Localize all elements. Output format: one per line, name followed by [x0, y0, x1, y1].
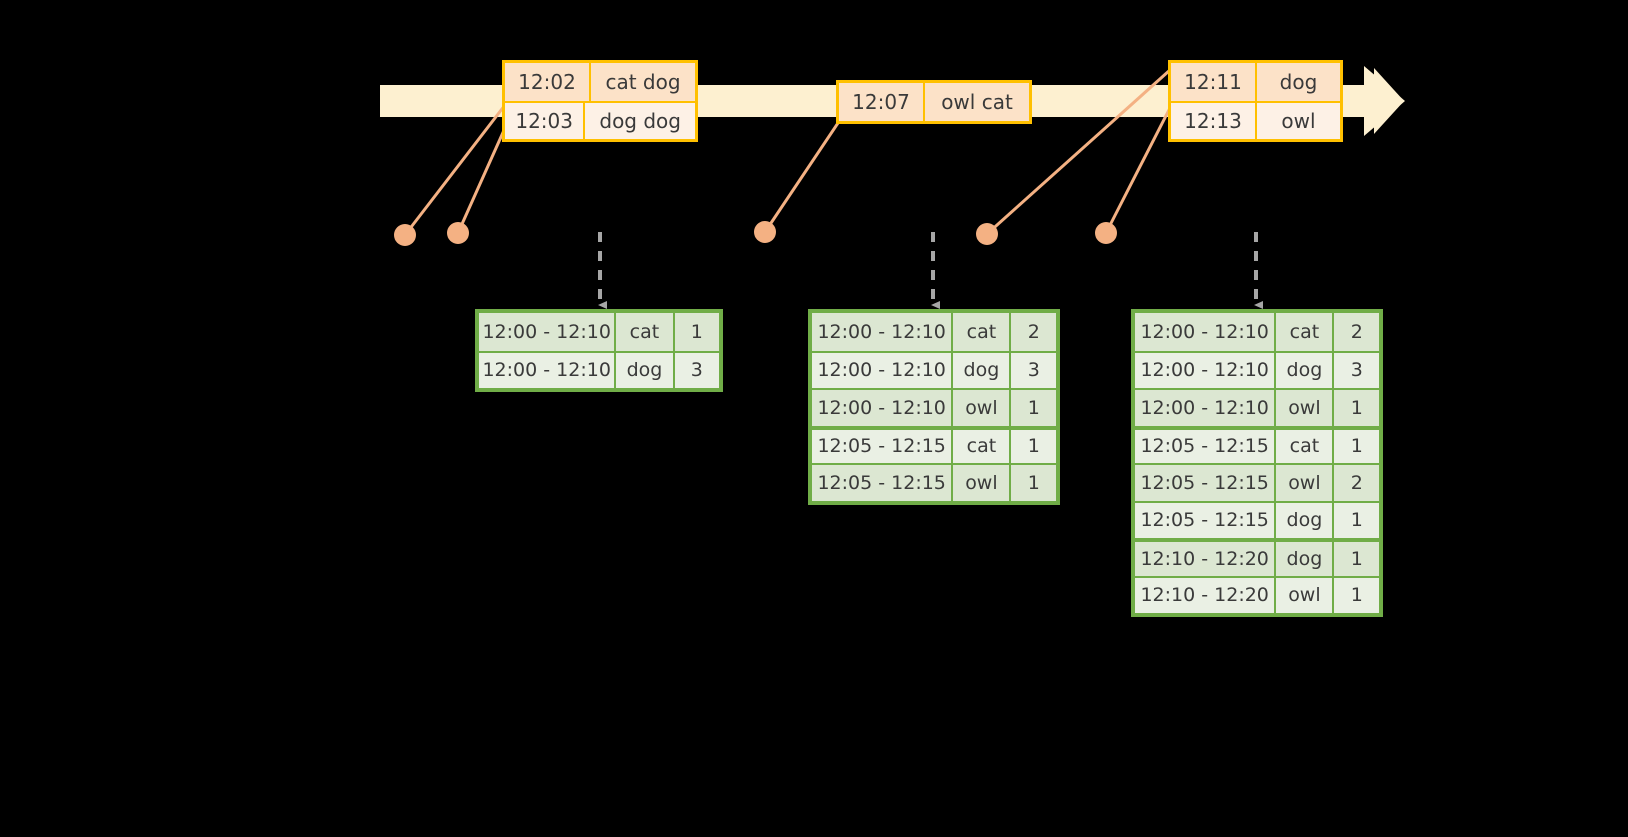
word-count: 3 — [690, 359, 703, 382]
event-group-3: 12:11 dog 12:13 owl — [1168, 60, 1343, 142]
event-words: cat dog — [605, 70, 681, 94]
event-dot-2 — [447, 222, 469, 244]
event-dot-3 — [754, 221, 776, 243]
word-key: owl — [953, 465, 1012, 501]
event-row: 12:11 dog — [1171, 63, 1340, 101]
event-words: owl cat — [941, 90, 1013, 114]
word-count: 2 — [1350, 320, 1363, 343]
window-range: 12:00 - 12:10 — [479, 352, 617, 388]
word-key: cat — [1276, 313, 1335, 351]
word-key: owl — [1276, 577, 1335, 613]
event-row: 12:02 cat dog — [505, 63, 695, 101]
window-range: 12:00 - 12:10 — [1135, 313, 1277, 351]
word-key: dog — [953, 352, 1012, 388]
event-dot-3-line — [763, 119, 842, 233]
event-timestamp: 12:03 — [505, 103, 586, 139]
event-row: 12:07 owl cat — [839, 83, 1029, 121]
event-dot-5-line — [1104, 103, 1174, 234]
event-group-2: 12:07 owl cat — [836, 80, 1032, 124]
event-dot-1 — [394, 224, 416, 246]
word-count: 1 — [1350, 396, 1363, 419]
word-count: 1 — [1350, 584, 1363, 607]
emit-arrows — [598, 232, 1263, 309]
word-count: 3 — [1350, 359, 1363, 382]
window-range: 12:00 - 12:10 — [1135, 352, 1277, 388]
window-range: 12:00 - 12:10 — [812, 390, 954, 426]
event-timestamp: 12:07 — [839, 83, 925, 121]
word-key: owl — [1276, 390, 1335, 426]
event-dot-5 — [1095, 222, 1117, 244]
window-range: 12:10 - 12:20 — [1135, 542, 1277, 576]
window-range: 12:00 - 12:10 — [812, 352, 954, 388]
window-range: 12:05 - 12:15 — [812, 429, 954, 463]
window-range: 12:00 - 12:10 — [812, 313, 954, 351]
word-count: 1 — [1027, 396, 1040, 419]
window-range: 12:05 - 12:15 — [1135, 429, 1277, 463]
word-key: dog — [616, 352, 675, 388]
event-words: dog dog — [599, 109, 681, 133]
window-range: 12:10 - 12:20 — [1135, 577, 1277, 613]
event-group-1: 12:02 cat dog 12:03 dog dog — [502, 60, 698, 142]
word-key: cat — [953, 429, 1012, 463]
event-dot-4 — [976, 223, 998, 245]
word-key: dog — [1276, 352, 1335, 388]
window-range: 12:05 - 12:15 — [812, 465, 954, 501]
window-range: 12:00 - 12:10 — [1135, 390, 1277, 426]
word-count: 1 — [1350, 547, 1363, 570]
window-range: 12:05 - 12:15 — [1135, 465, 1277, 501]
event-dot-1-line — [403, 104, 507, 236]
word-count: 3 — [1027, 359, 1040, 382]
word-key: owl — [1276, 465, 1335, 501]
event-row: 12:03 dog dog — [505, 101, 695, 139]
connector-dots — [394, 221, 1117, 246]
word-count: 1 — [1350, 509, 1363, 532]
word-count: 1 — [1027, 435, 1040, 458]
event-timestamp: 12:11 — [1171, 63, 1257, 101]
word-count: 1 — [1350, 435, 1363, 458]
word-key: cat — [616, 313, 675, 351]
window-range: 12:05 - 12:15 — [1135, 502, 1277, 538]
event-timestamp: 12:02 — [505, 63, 591, 101]
word-count: 1 — [1027, 471, 1040, 494]
word-key: cat — [953, 313, 1012, 351]
event-words: dog — [1279, 70, 1318, 94]
word-count: 1 — [690, 320, 703, 343]
word-key: cat — [1276, 429, 1335, 463]
event-words: owl — [1281, 109, 1316, 133]
event-timestamp: 12:13 — [1171, 103, 1257, 139]
event-row: 12:13 owl — [1171, 101, 1340, 139]
word-key: owl — [953, 390, 1012, 426]
word-count: 2 — [1350, 471, 1363, 494]
word-count: 2 — [1027, 320, 1040, 343]
window-range: 12:00 - 12:10 — [479, 313, 617, 351]
word-key: dog — [1276, 542, 1335, 576]
event-dot-2-line — [456, 127, 507, 234]
word-key: dog — [1276, 502, 1335, 538]
